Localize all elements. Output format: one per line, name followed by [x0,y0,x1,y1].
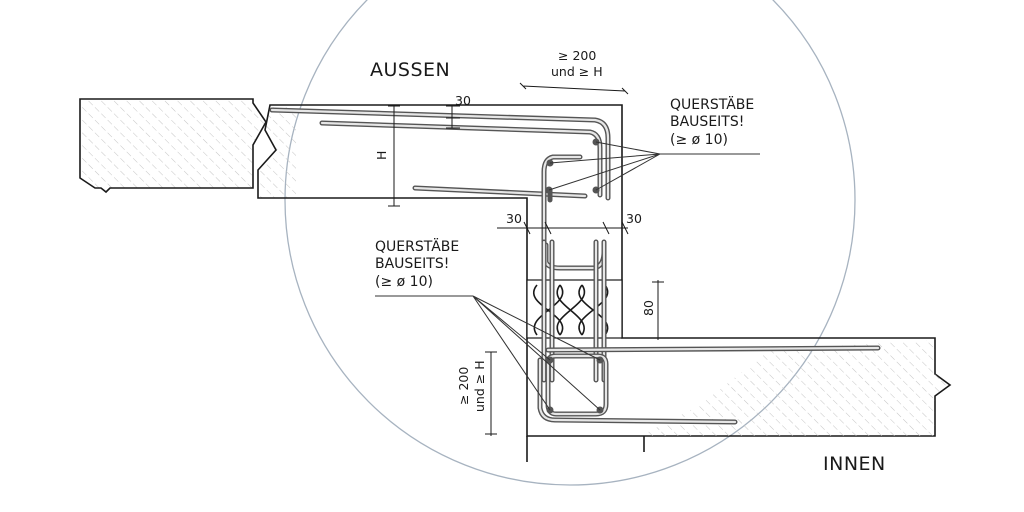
dim-top-lap-line2: und ≥ H [551,64,603,79]
dim-top-lap-line1: ≥ 200 [558,48,596,63]
cross-bars-left-line2: BAUSEITS! [375,256,449,272]
dim-bottom-lap-line2: und ≥ H [472,360,487,412]
cross-bars-left-line3: (≥ ø 10) [375,274,433,290]
existing-wall-left [79,98,267,194]
cross-bars-top-line2: BAUSEITS! [670,114,744,130]
dim-cover-top: 30 [455,93,471,108]
outside-label: AUSSEN [370,59,450,81]
dim-insulation: 80 [641,300,656,316]
dimension-lines [388,82,664,436]
cross-bars-top-line3: (≥ ø 10) [670,132,728,148]
cross-bars-left-line1: QUERSTÄBE [375,237,459,255]
dim-bottom-lap-line1: ≥ 200 [456,367,471,405]
lower-step [526,436,645,462]
inside-label: INNEN [823,453,886,475]
slab-edge-hatch [258,105,296,198]
dim-height: H [374,151,389,160]
dim-cover-left: 30 [506,211,522,226]
rebar-group [269,107,881,425]
insulation-layer [526,279,623,339]
dim-cover-right: 30 [626,211,642,226]
cross-bars-top-line1: QUERSTÄBE [670,95,754,113]
leader-lines-bottom [375,295,601,411]
inner-slab-hatch [640,340,950,436]
leader-lines-top [548,141,760,191]
detail-circle [284,0,856,486]
